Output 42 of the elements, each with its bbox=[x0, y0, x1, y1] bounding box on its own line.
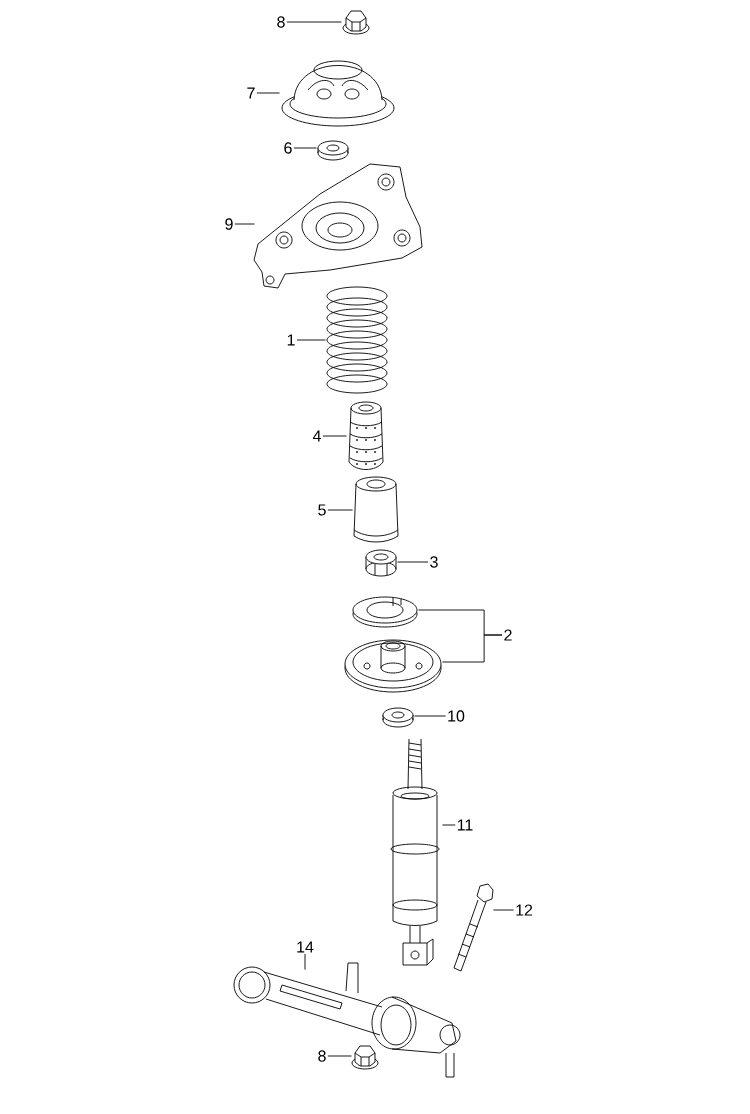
washer-drawing bbox=[317, 140, 349, 161]
leader-line bbox=[286, 21, 342, 23]
strut-mount-drawing bbox=[281, 60, 395, 127]
callout-number: 2 bbox=[504, 629, 512, 641]
nut-drawing bbox=[351, 1045, 379, 1070]
control-arm-drawing bbox=[233, 962, 461, 1078]
leader-line bbox=[322, 435, 347, 437]
callout-number: 10 bbox=[448, 710, 465, 722]
leader-line bbox=[442, 634, 503, 663]
bolt-drawing bbox=[453, 883, 494, 972]
callout-number: 9 bbox=[225, 218, 233, 230]
dust-boot-drawing bbox=[353, 476, 399, 543]
callout-number: 4 bbox=[312, 430, 321, 442]
callout-number: 7 bbox=[247, 87, 255, 99]
leader-line bbox=[442, 824, 456, 826]
leader-line bbox=[234, 223, 255, 225]
callout-number: 5 bbox=[318, 504, 326, 516]
callout-number: 8 bbox=[277, 16, 285, 28]
bump-stop-drawing bbox=[348, 401, 384, 470]
callout-number: 12 bbox=[516, 904, 533, 916]
coil-spring-drawing bbox=[326, 286, 388, 394]
nut-drawing bbox=[342, 10, 370, 35]
leader-line bbox=[256, 92, 280, 94]
leader-line bbox=[414, 715, 447, 717]
leader-line bbox=[327, 1055, 352, 1057]
bearing-plate-drawing bbox=[253, 163, 423, 289]
shock-absorber-drawing bbox=[390, 738, 440, 966]
callout-number: 11 bbox=[457, 819, 473, 831]
nut-drawing bbox=[365, 549, 397, 577]
callout-number: 14 bbox=[297, 941, 314, 953]
leader-line bbox=[296, 339, 326, 341]
leader-line bbox=[293, 147, 317, 149]
leader-line bbox=[327, 509, 353, 511]
leader-line bbox=[397, 561, 429, 563]
spring-seat-drawing bbox=[352, 596, 418, 628]
spring-seat-drawing bbox=[344, 639, 442, 693]
leader-line bbox=[304, 953, 306, 970]
callout-number: 1 bbox=[287, 334, 295, 346]
washer-drawing bbox=[382, 707, 414, 728]
leader-line bbox=[493, 909, 515, 911]
callout-number: 6 bbox=[284, 142, 292, 154]
callout-number: 3 bbox=[430, 556, 438, 568]
